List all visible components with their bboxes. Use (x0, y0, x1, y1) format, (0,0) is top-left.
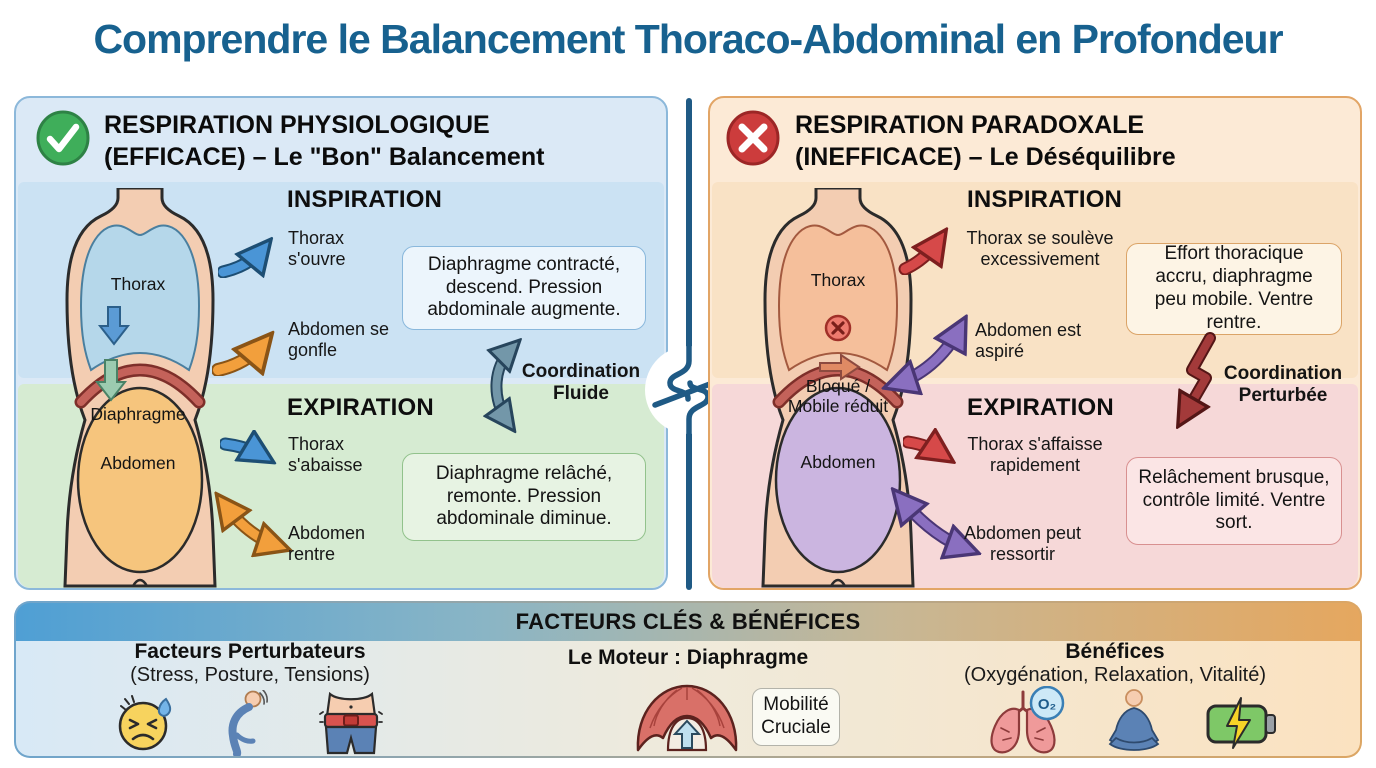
crucial-mobility-badge: Mobilité Cruciale (752, 688, 840, 746)
tight-belt-icon (319, 692, 383, 755)
right-panel-heading-line1: RESPIRATION PARADOXALE (795, 111, 1145, 139)
diaphragm-muscle-icon (636, 684, 738, 752)
check-circle-icon (36, 110, 90, 166)
thorax-opens-arrow (218, 222, 288, 278)
left-insp-point2: Abdomen se gonfle (288, 319, 390, 360)
right-expiration-heading: EXPIRATION (967, 394, 1114, 421)
right-torso-abdomen-label: Abdomen (800, 452, 876, 472)
left-insp-point1: Thorax s'ouvre (288, 228, 346, 269)
right-insp-point1: Thorax se soulève excessivement (966, 228, 1114, 269)
abdomen-region (76, 386, 204, 574)
key-factors-header: FACTEURS CLÉS & BÉNÉFICES (16, 603, 1360, 641)
abdomen-retracts-arrow (208, 490, 296, 560)
bad-posture-icon (228, 690, 268, 756)
benefits-subtitle: (Oxygénation, Relaxation, Vitalité) (963, 664, 1266, 686)
left-torso-diaphragm-label: Diaphragme (90, 404, 186, 424)
right-expiration-note: Relâchement brusque, contrôle limité. Ve… (1126, 457, 1342, 545)
left-exp-point2: Abdomen rentre (288, 523, 366, 564)
left-inspiration-note: Diaphragme contracté, descend. Pression … (402, 246, 646, 330)
fluid-coordination-arrow (478, 336, 524, 434)
left-panel-heading-line1: RESPIRATION PHYSIOLOGIQUE (104, 111, 490, 139)
right-torso-blocked-label: Bloqué / Mobile réduit (787, 376, 889, 416)
torso-paradoxical-illustration (761, 188, 915, 588)
benefits-title: Bénéfices (1065, 640, 1165, 663)
right-inspiration-note: Effort thoracique accru, diaphragme peu … (1126, 243, 1342, 335)
cross-circle-icon (726, 110, 780, 166)
thorax-lowers-arrow (220, 430, 288, 480)
blocked-right-arrow (819, 353, 861, 381)
right-panel-heading-line2: (INEFFICACE) – Le Déséquilibre (795, 142, 1176, 171)
left-torso-thorax-label: Thorax (110, 274, 166, 294)
key-factors-title: FACTEURS CLÉS & BÉNÉFICES (515, 609, 861, 634)
thorax-collapses-arrow (903, 428, 967, 480)
right-torso-thorax-label: Thorax (810, 270, 866, 290)
right-exp-point2: Abdomen peut ressortir (963, 523, 1082, 564)
thorax-region (79, 224, 201, 372)
left-expiration-note: Diaphragme relâché, remonte. Pression ab… (402, 453, 646, 541)
right-insp-point2: Abdomen est aspiré (975, 320, 1082, 361)
abdomen-region (774, 386, 902, 574)
diaphragm-dome (77, 366, 203, 406)
thorax-down-arrow (97, 306, 131, 346)
right-coordination-label: Coordination Perturbée (1223, 363, 1343, 406)
abdomen-sucked-arrow (880, 312, 976, 396)
meditation-icon (1108, 689, 1160, 751)
right-panel-heading: RESPIRATION PARADOXALE (INEFFICACE) – Le… (795, 110, 1355, 173)
o2-label: O₂ (1038, 696, 1056, 713)
abdomen-inflates-arrow (212, 312, 292, 376)
left-coordination-label: Coordination Fluide (521, 361, 641, 404)
right-inspiration-heading: INSPIRATION (967, 186, 1123, 213)
disturbing-factors-subtitle: (Stress, Posture, Tensions) (130, 664, 370, 686)
torso-physiological-illustration (63, 188, 217, 588)
left-exp-point1: Thorax s'abaisse (288, 434, 363, 475)
left-expiration-heading: EXPIRATION (287, 394, 434, 421)
stressed-face-icon (118, 695, 172, 751)
lungs-oxygen-icon: O₂ (990, 686, 1065, 754)
left-panel-heading-line2: (EFFICACE) – Le "Bon" Balancement (104, 142, 545, 171)
disturbing-factors-title: Facteurs Perturbateurs (134, 640, 366, 663)
diaphragm-down-arrow (94, 359, 128, 402)
diaphragm-motor-title: Le Moteur : Diaphragme (567, 646, 809, 669)
left-torso-abdomen-label: Abdomen (100, 453, 176, 473)
battery-energy-icon (1206, 697, 1276, 749)
abdomen-pops-out-arrow (885, 485, 985, 565)
disturbed-coordination-arrow (1160, 332, 1216, 436)
left-panel-heading: RESPIRATION PHYSIOLOGIQUE (EFFICACE) – L… (104, 110, 664, 173)
left-inspiration-heading: INSPIRATION (287, 186, 443, 213)
right-exp-point1: Thorax s'affaisse rapidement (967, 434, 1103, 475)
thorax-rises-arrow (898, 215, 964, 275)
thorax-region (777, 224, 899, 372)
page-title: Comprendre le Balancement Thoraco-Abdomi… (93, 16, 1283, 62)
